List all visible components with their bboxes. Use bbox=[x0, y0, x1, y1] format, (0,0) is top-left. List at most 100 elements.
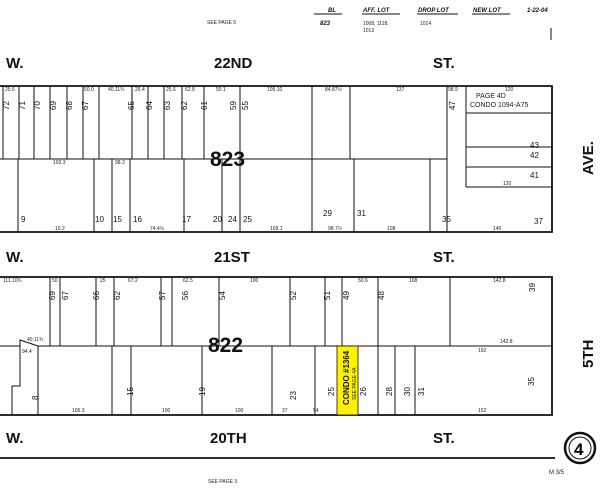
section-number: 4 bbox=[574, 440, 584, 459]
lot-number[interactable]: 54 bbox=[218, 291, 227, 300]
lot-number[interactable]: 64 bbox=[145, 101, 154, 110]
lot-dimension: 25 bbox=[100, 278, 106, 284]
lot-dimension: 106.3 bbox=[72, 408, 85, 414]
lot-dimension: 40.11¾ bbox=[108, 87, 125, 93]
condo-1094-note: CONDO 1094-A75 bbox=[470, 102, 528, 109]
lot-number[interactable]: 48 bbox=[377, 291, 386, 300]
lot-number[interactable]: 57 bbox=[158, 291, 167, 300]
lot-number[interactable]: 43 bbox=[530, 141, 539, 150]
lot-number[interactable]: 37 bbox=[534, 217, 543, 226]
lot-number[interactable]: 19 bbox=[198, 387, 207, 396]
block-number-822: 822 bbox=[208, 334, 243, 357]
lot-dimension: 108 bbox=[387, 226, 396, 232]
lot-number[interactable]: 67 bbox=[81, 101, 90, 110]
street-w20-name: 20TH bbox=[210, 430, 247, 447]
lot-number[interactable]: 55 bbox=[241, 101, 250, 110]
lot-dimension: 103.3 bbox=[53, 160, 66, 166]
lot-number[interactable]: 69 bbox=[49, 101, 58, 110]
lot-number[interactable]: 28 bbox=[385, 387, 394, 396]
lot-dimension: 40.11¾ bbox=[27, 337, 44, 343]
lot-number[interactable]: 66 bbox=[92, 291, 101, 300]
bl-value: 823 bbox=[320, 21, 331, 27]
condo-highlight-lot[interactable] bbox=[336, 345, 359, 416]
lot-number[interactable]: 17 bbox=[182, 215, 191, 224]
lot-dimension: 120 bbox=[503, 181, 512, 187]
lot-dimension: 50 bbox=[52, 278, 58, 284]
lot-number[interactable]: 15 bbox=[113, 215, 122, 224]
lot-number[interactable]: 39 bbox=[528, 283, 537, 292]
lot-dimension: 100 bbox=[235, 408, 244, 414]
lot-number[interactable]: 20 bbox=[213, 215, 222, 224]
drop-lot-value: 1014 bbox=[420, 21, 431, 27]
avenue-number: 5TH bbox=[580, 340, 597, 368]
lot-number[interactable]: 51 bbox=[323, 291, 332, 300]
see-page-bottom: SEE PAGE 3 bbox=[208, 479, 237, 485]
lot-number[interactable]: 42 bbox=[530, 151, 539, 160]
lot-number[interactable]: 24 bbox=[228, 215, 237, 224]
lot-number[interactable]: 63 bbox=[163, 101, 172, 110]
lot-dimension: 100 bbox=[250, 278, 259, 284]
revision-date: 1-22-04 bbox=[527, 8, 548, 14]
lot-number[interactable]: 56 bbox=[181, 291, 190, 300]
lot-number[interactable]: 23 bbox=[289, 391, 298, 400]
lot-number[interactable]: 10 bbox=[95, 215, 104, 224]
lot-dimension: 37 bbox=[282, 408, 288, 414]
section-badge: 4 bbox=[563, 431, 597, 465]
lot-dimension: 98.7½ bbox=[328, 225, 343, 232]
lot-number[interactable]: 49 bbox=[342, 291, 351, 300]
lot-number[interactable]: 35 bbox=[527, 377, 536, 386]
lot-number[interactable]: 8 bbox=[31, 395, 40, 400]
lot-number[interactable]: 71 bbox=[18, 101, 27, 110]
lot-number[interactable]: 15 bbox=[126, 387, 135, 396]
street-w21-w: W. bbox=[6, 249, 24, 266]
block-number-823: 823 bbox=[210, 148, 245, 171]
condo-page-note: PAGE 4D bbox=[476, 93, 506, 100]
lot-number[interactable]: 61 bbox=[200, 101, 209, 110]
lot-number[interactable]: 47 bbox=[448, 101, 457, 110]
lot-dimension: 152 bbox=[478, 408, 487, 414]
lot-dimension: 50.1 bbox=[216, 87, 226, 93]
lot-dimension: 74.4½ bbox=[150, 225, 165, 232]
lot-number[interactable]: 72 bbox=[2, 101, 11, 110]
aff-lot-label: AFF. LOT bbox=[362, 8, 391, 14]
lot-dimension: 108 bbox=[409, 278, 418, 284]
lot-number[interactable]: 31 bbox=[357, 209, 366, 218]
street-w21-name: 21ST bbox=[214, 249, 250, 266]
lot-number[interactable]: 30 bbox=[403, 387, 412, 396]
lot-dimension: 120 bbox=[505, 87, 514, 93]
lot-number[interactable]: 16 bbox=[133, 215, 142, 224]
lot-number[interactable]: 25 bbox=[243, 215, 252, 224]
lot-number[interactable]: 31 bbox=[417, 387, 426, 396]
lot-number[interactable]: 25 bbox=[327, 387, 336, 396]
lot-number[interactable]: 29 bbox=[323, 209, 332, 218]
lot-dimension: 50.0 bbox=[84, 87, 94, 93]
lot-dimension: 94.4 bbox=[22, 349, 32, 355]
street-w22-name: 22ND bbox=[214, 55, 253, 72]
lot-number[interactable]: 65 bbox=[127, 101, 136, 110]
drop-lot-label: DROP LOT bbox=[418, 8, 450, 14]
lot-number[interactable]: 41 bbox=[530, 171, 539, 180]
block-822 bbox=[0, 276, 553, 416]
lot-number[interactable]: 59 bbox=[229, 101, 238, 110]
avenue-name: AVE. bbox=[580, 141, 597, 175]
lot-number[interactable]: 67 bbox=[61, 291, 70, 300]
bl-label: BL bbox=[328, 8, 336, 14]
lot-number[interactable]: 69 bbox=[48, 291, 57, 300]
lot-number[interactable]: 62 bbox=[113, 291, 122, 300]
lot-dimension: 142.8 bbox=[493, 278, 506, 284]
street-w22-w: W. bbox=[6, 55, 24, 72]
condo-1364-label: CONDO #1364 bbox=[342, 350, 351, 405]
lot-dimension: 100 bbox=[162, 408, 171, 414]
lot-number[interactable]: 62 bbox=[180, 101, 189, 110]
lot-number[interactable]: 35 bbox=[442, 215, 451, 224]
lot-number[interactable]: 26 bbox=[359, 387, 368, 396]
map-header: SEE PAGE 5 BL 823 AFF. LOT 1008, 1118, 1… bbox=[207, 8, 552, 40]
lot-number[interactable]: 52 bbox=[289, 291, 298, 300]
lot-number[interactable]: 9 bbox=[21, 215, 26, 224]
lot-number[interactable]: 70 bbox=[33, 101, 42, 110]
lot-dimension: 50.6 bbox=[358, 278, 368, 284]
lot-number[interactable]: 68 bbox=[65, 101, 74, 110]
lot-dimension: 67.2 bbox=[128, 278, 138, 284]
see-page-top: SEE PAGE 5 bbox=[207, 20, 236, 26]
street-w22-st: ST. bbox=[433, 55, 455, 72]
